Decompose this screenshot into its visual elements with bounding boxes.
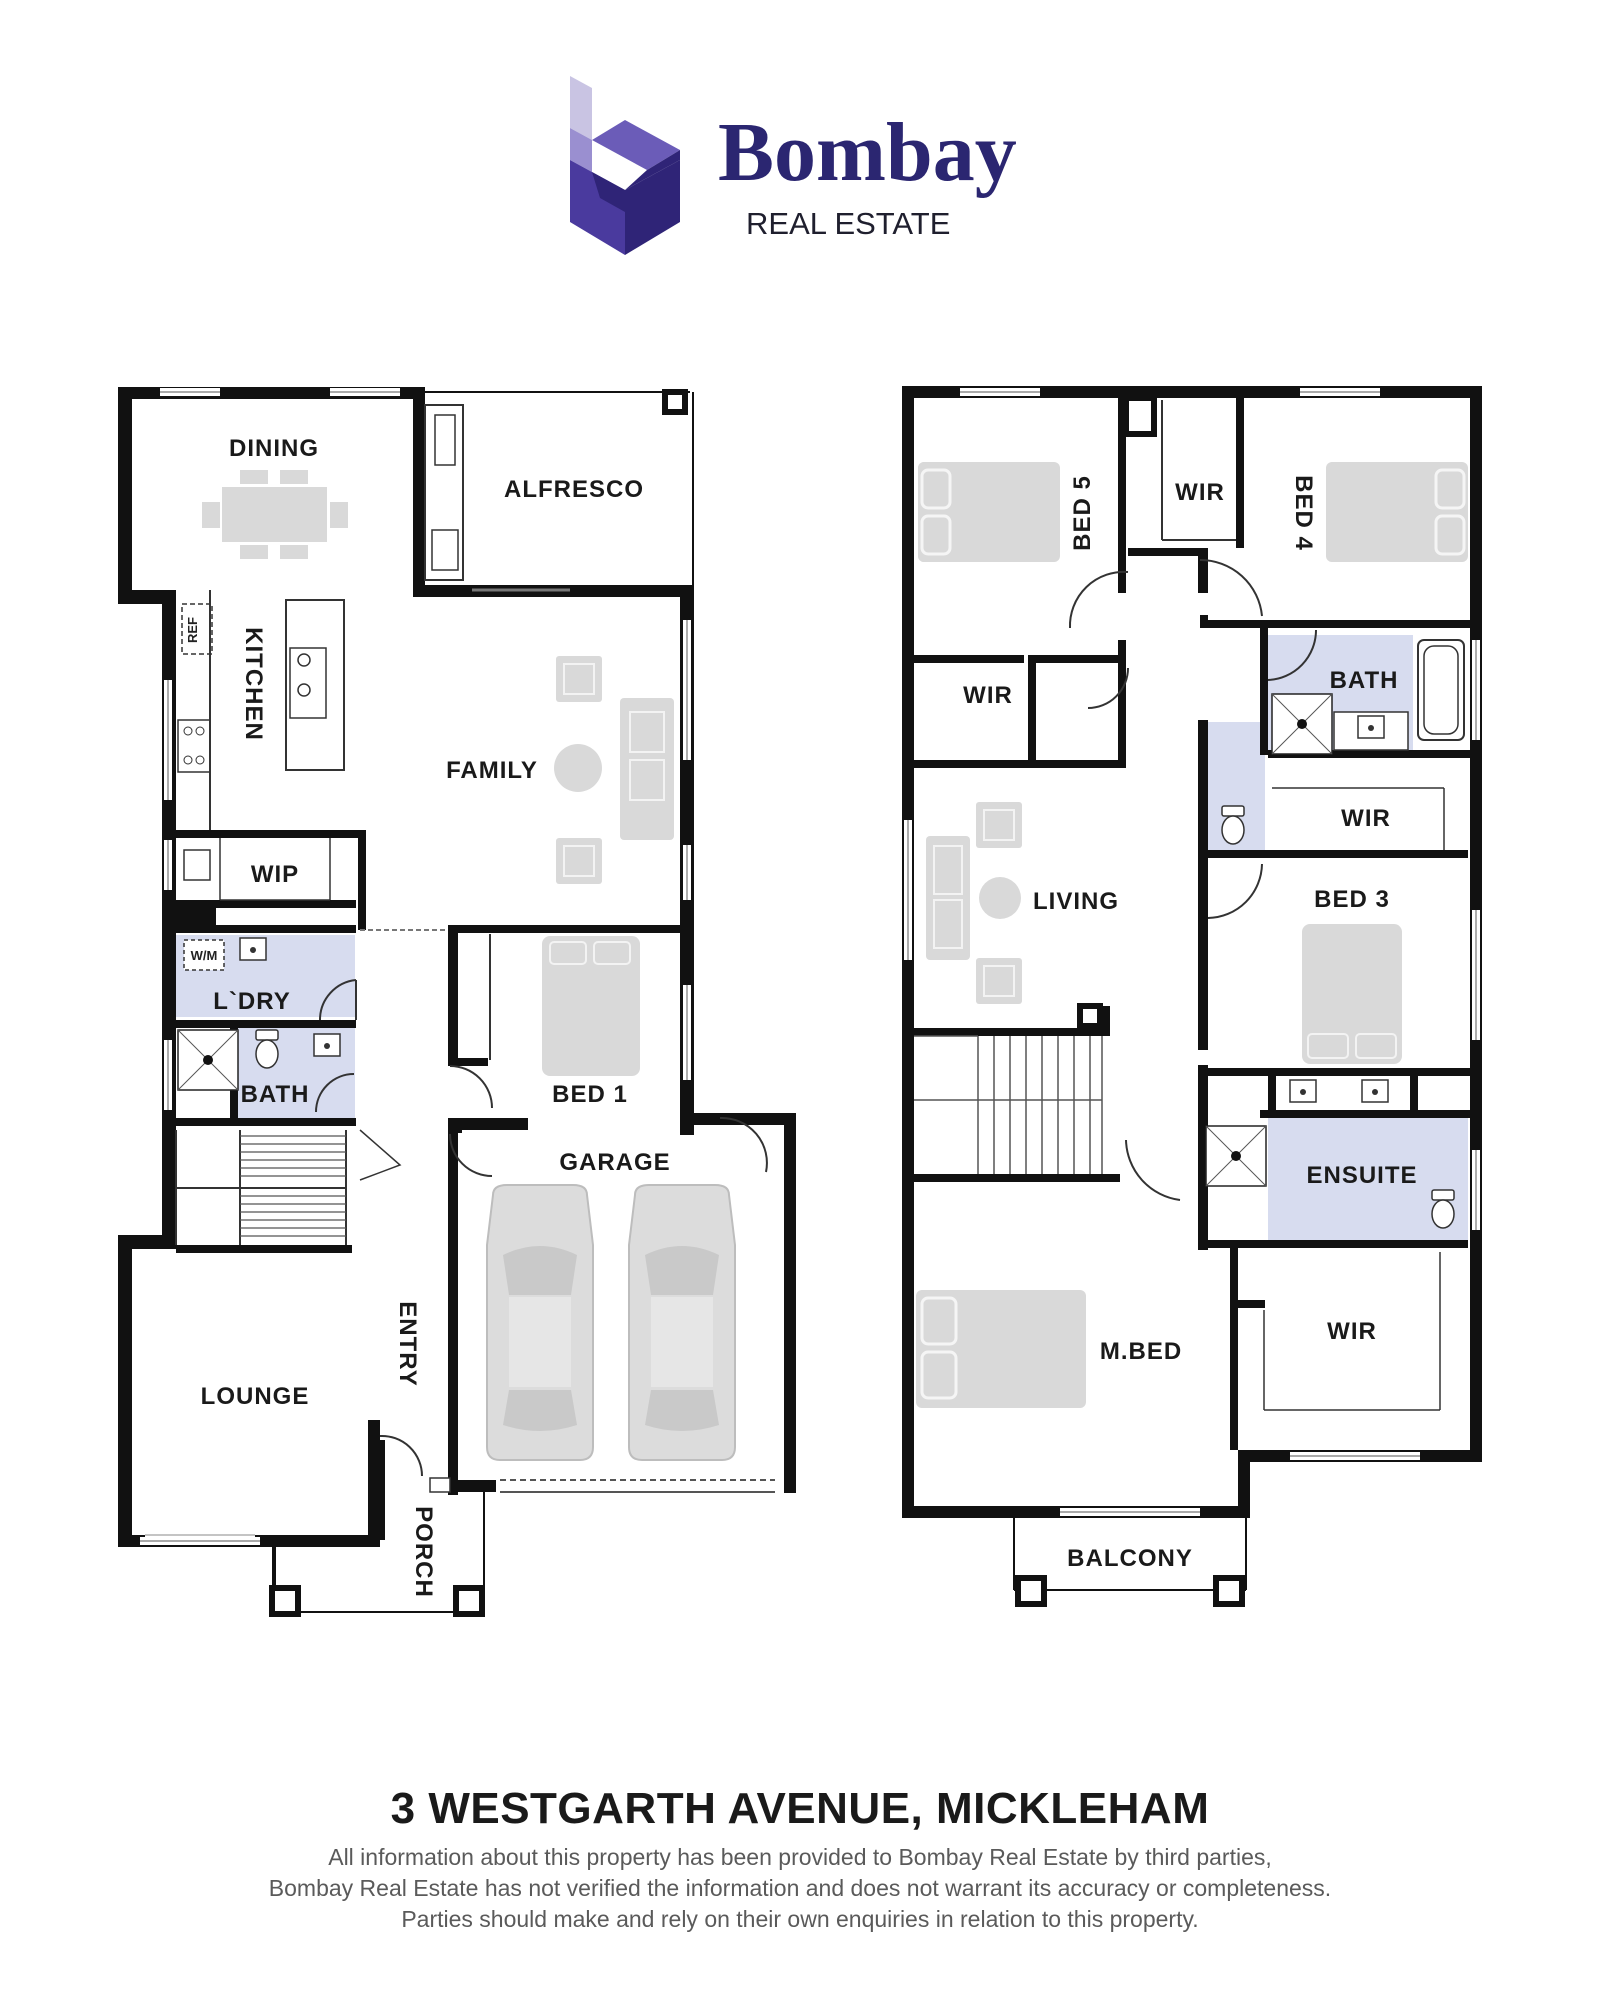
label-entry: ENTRY [394, 1301, 421, 1386]
disclaimer-line: Bombay Real Estate has not verified the … [268, 1875, 1332, 1901]
brand-subtitle: REAL ESTATE [746, 206, 950, 241]
disclaimer-line: All information about this property has … [328, 1844, 1272, 1870]
label-porch: PORCH [410, 1506, 437, 1598]
disclaimer-line: Parties should make and rely on their ow… [401, 1906, 1199, 1932]
label-bath-ground: BATH [241, 1081, 310, 1108]
label-kitchen: KITCHEN [240, 627, 267, 741]
label-family: FAMILY [446, 757, 538, 784]
label-ensuite: ENSUITE [1306, 1162, 1417, 1189]
upper-floor-plan [140, 386, 1482, 1607]
property-address: 3 WESTGARTH AVENUE, MICKLEHAM [390, 1784, 1210, 1833]
label-wir-master: WIR [1327, 1318, 1377, 1345]
label-wip: WIP [251, 861, 299, 888]
brand-logo-icon [570, 76, 680, 255]
label-bath-upper: BATH [1330, 667, 1399, 694]
label-living: LIVING [1033, 888, 1119, 915]
label-garage: GARAGE [559, 1149, 670, 1176]
label-laundry: L`DRY [213, 988, 290, 1015]
label-bed3: BED 3 [1314, 886, 1390, 913]
label-bed4: BED 4 [1290, 475, 1317, 551]
label-bed5: BED 5 [1069, 475, 1096, 551]
label-dining: DINING [229, 435, 319, 462]
label-lounge: LOUNGE [201, 1383, 310, 1410]
label-balcony: BALCONY [1067, 1545, 1193, 1572]
label-wir-top: WIR [1175, 479, 1225, 506]
label-wir-left: WIR [963, 682, 1013, 709]
label-bed1: BED 1 [552, 1081, 628, 1108]
disclaimer: All information about this property has … [0, 1842, 1600, 1935]
label-ref: REF [185, 617, 200, 643]
ground-floor-plan [118, 387, 796, 1617]
label-mbed: M.BED [1100, 1338, 1182, 1365]
brand-name: Bombay [718, 106, 1017, 199]
label-alfresco: ALFRESCO [504, 476, 644, 503]
label-wm: W/M [191, 948, 218, 963]
label-wir-bed3: WIR [1341, 805, 1391, 832]
